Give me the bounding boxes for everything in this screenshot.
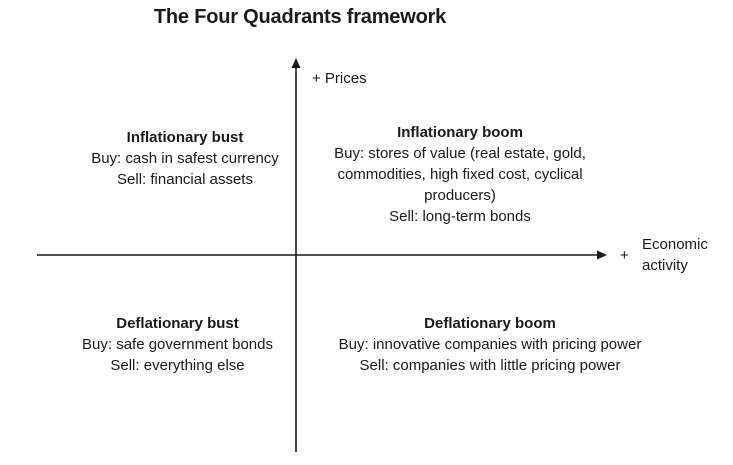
x-axis-label: Economic activity — [642, 234, 708, 276]
x-axis-plus-sign: + — [620, 247, 629, 264]
quadrant-text-line: producers) — [424, 187, 496, 204]
x-axis-label-line: activity — [642, 257, 688, 274]
quadrant-text-line: Sell: everything else — [110, 357, 245, 374]
quadrant-text-line: Sell: financial assets — [117, 171, 253, 188]
quadrant-heading: Deflationary bust — [116, 315, 239, 332]
quadrant-deflationary-bust: Deflationary bust Buy: safe government b… — [40, 313, 315, 376]
quadrant-heading: Inflationary bust — [126, 129, 244, 146]
x-axis-label-line: Economic — [642, 236, 708, 253]
quadrant-text-line: Buy: safe government bonds — [82, 336, 273, 353]
quadrant-text-line: Sell: companies with little pricing powe… — [359, 357, 621, 374]
quadrant-deflationary-boom: Deflationary boom Buy: innovative compan… — [315, 313, 665, 376]
diagram-title: The Four Quadrants framework — [153, 6, 447, 28]
quadrant-heading: Deflationary boom — [424, 315, 556, 332]
y-axis-arrowhead — [291, 58, 301, 68]
quadrant-text-line: Sell: long-term bonds — [389, 208, 531, 225]
quadrant-inflationary-boom: Inflationary boom Buy: stores of value (… — [310, 122, 610, 227]
quadrant-text-line: Buy: innovative companies with pricing p… — [338, 336, 642, 353]
quadrant-heading: Inflationary boom — [397, 124, 523, 141]
quadrant-text-line: Buy: stores of value (real estate, gold, — [334, 145, 586, 162]
quadrant-inflationary-bust: Inflationary bust Buy: cash in safest cu… — [60, 127, 310, 190]
quadrant-text-line: Buy: cash in safest currency — [91, 150, 279, 167]
quadrant-text-line: commodities, high fixed cost, cyclical — [337, 166, 583, 183]
x-axis-arrowhead — [597, 250, 607, 260]
y-axis-label: + Prices — [312, 70, 367, 87]
